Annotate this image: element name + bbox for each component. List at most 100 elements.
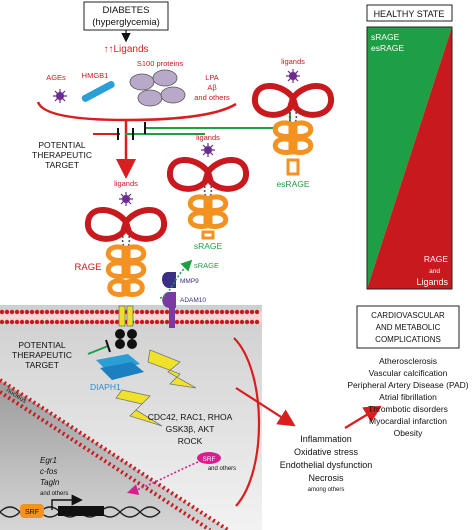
- effects-to-complications-arrow: [344, 405, 382, 429]
- membrane-lipid-head: [214, 309, 220, 315]
- membrane-lipid-head: [74, 309, 80, 315]
- srage-label: sRAGE: [194, 241, 223, 251]
- membrane-lipid-head: [199, 319, 205, 325]
- complications-box: [356, 305, 460, 349]
- membrane-lipid-head: [24, 309, 30, 315]
- membrane-lipid-head: [204, 319, 210, 325]
- srage-released-label: sRAGE: [194, 261, 219, 270]
- complication-mi: Myocardial infarction: [369, 416, 447, 426]
- inhibition-bar-mid: [105, 339, 111, 353]
- membrane-lipid-head: [239, 319, 245, 325]
- rage-cytoplasmic-tail: [115, 329, 137, 349]
- healthy-esrage: esRAGE: [371, 43, 404, 53]
- srage-receptor: [170, 160, 246, 227]
- membrane-lipid-head: [114, 309, 120, 315]
- effect-inflammation: Inflammation: [300, 434, 352, 444]
- therapeutic-target-top-3: TARGET: [45, 160, 79, 170]
- diabetes-subtitle: (hyperglycemia): [92, 17, 160, 28]
- mmp9-enzyme: [162, 272, 176, 288]
- membrane-lipid-head: [29, 309, 35, 315]
- membrane-lipid-head: [74, 319, 80, 325]
- unhealthy-rage: RAGE: [424, 254, 448, 264]
- membrane-lipid-head: [19, 319, 25, 325]
- membrane-lipid-head: [249, 319, 255, 325]
- esrage-receptor: [255, 86, 331, 153]
- srf-partner-shape: [197, 452, 221, 464]
- membrane-lipid-head: [49, 319, 55, 325]
- membrane-lipid-head: [94, 309, 100, 315]
- transcription-arrow: [51, 494, 83, 510]
- membrane-lipid-head: [44, 319, 50, 325]
- diabetes-title: DIABETES: [103, 5, 150, 16]
- membrane-lipid-head: [44, 309, 50, 315]
- membrane-lipid-head: [209, 319, 215, 325]
- effect-oxidative-stress: Oxidative stress: [294, 447, 359, 457]
- membrane-lipid-head: [179, 309, 185, 315]
- membrane-lipid-head: [134, 309, 140, 315]
- membrane-lipid-head: [109, 319, 115, 325]
- gene-tagln: Tagln: [40, 478, 60, 487]
- srage-stem: [201, 230, 215, 240]
- rage-lower-domain-left: [107, 278, 127, 297]
- complication-atherosclerosis: Atherosclerosis: [379, 356, 437, 366]
- cleavage-to-srage-arrow: [159, 259, 193, 299]
- membrane-lipid-head: [89, 309, 95, 315]
- gene-cfos: c-fos: [40, 467, 57, 476]
- srage-ligands-label: ligands: [196, 133, 220, 142]
- signaling-line-2: GSK3β, AKT: [166, 424, 215, 434]
- therapeutic-target-top-1: POTENTIAL: [38, 140, 86, 150]
- healthy-state-box: [366, 4, 453, 22]
- therapeutic-target-mid-line: [87, 345, 109, 355]
- rage-ligands-label: ligands: [114, 179, 138, 188]
- membrane-lipid-head: [114, 319, 120, 325]
- gene-block: [58, 506, 104, 516]
- membrane-lipid-head: [4, 309, 10, 315]
- ages-label: AGEs: [46, 73, 66, 82]
- membrane-lipid-head: [64, 309, 70, 315]
- membrane-lipid-head: [244, 319, 250, 325]
- membrane-lipid-head: [54, 319, 60, 325]
- membrane-lipid-head: [229, 309, 235, 315]
- membrane-lipid-head: [159, 309, 165, 315]
- membrane-lipid-head: [139, 319, 145, 325]
- ligands-increase-label: ↑↑Ligands: [103, 44, 148, 55]
- membrane-lipid-head: [94, 319, 100, 325]
- rage-ligand-icon: [118, 191, 134, 207]
- srf-label: SRF: [25, 509, 39, 516]
- ages-ligand-icon: [52, 88, 68, 104]
- esrage-label: esRAGE: [276, 179, 309, 189]
- signaling-line-1: CDC42, RAC1, RHOA: [148, 412, 233, 422]
- membrane-lipid-head: [79, 319, 85, 325]
- membrane-lipid-head: [0, 309, 5, 315]
- membrane-lipid-head: [199, 309, 205, 315]
- membrane-lipid-head: [254, 319, 260, 325]
- membrane-lipid-head: [219, 319, 225, 325]
- membrane-lipid-head: [104, 309, 110, 315]
- complication-af: Atrial fibrillation: [379, 392, 437, 402]
- srf-partner-others: and others: [208, 466, 236, 472]
- membrane-lipid-head: [234, 309, 240, 315]
- esrage-ligand-icon: [285, 68, 301, 84]
- healthy-state-title: HEALTHY STATE: [374, 9, 445, 19]
- therapeutic-target-mid-2: THERAPEUTIC: [12, 350, 72, 360]
- complications-title-2: AND METABOLIC: [376, 323, 441, 332]
- membrane-lipid-head: [109, 309, 115, 315]
- rage-lower-domain-right: [125, 278, 145, 297]
- membrane-lipid-head: [154, 309, 160, 315]
- srage-ligand-icon: [200, 142, 216, 158]
- membrane-lipid-head: [234, 319, 240, 325]
- unhealthy-and: and: [429, 268, 440, 275]
- membrane-lipid-head: [164, 319, 170, 325]
- cell-to-effects-arrow: [235, 387, 296, 427]
- membrane-lipid-head: [34, 309, 40, 315]
- therapeutic-target-mid-3: TARGET: [25, 360, 59, 370]
- membrane-lipid-head: [244, 309, 250, 315]
- membrane-lipid-head: [69, 309, 75, 315]
- rage-tm-left: [118, 305, 126, 327]
- signaling-bolt-1: [147, 349, 197, 389]
- nuclear-envelope: [0, 378, 230, 530]
- abeta-label: Aβ: [207, 83, 217, 92]
- gene-others: and others: [40, 491, 68, 497]
- s100-proteins-icon: [129, 69, 186, 107]
